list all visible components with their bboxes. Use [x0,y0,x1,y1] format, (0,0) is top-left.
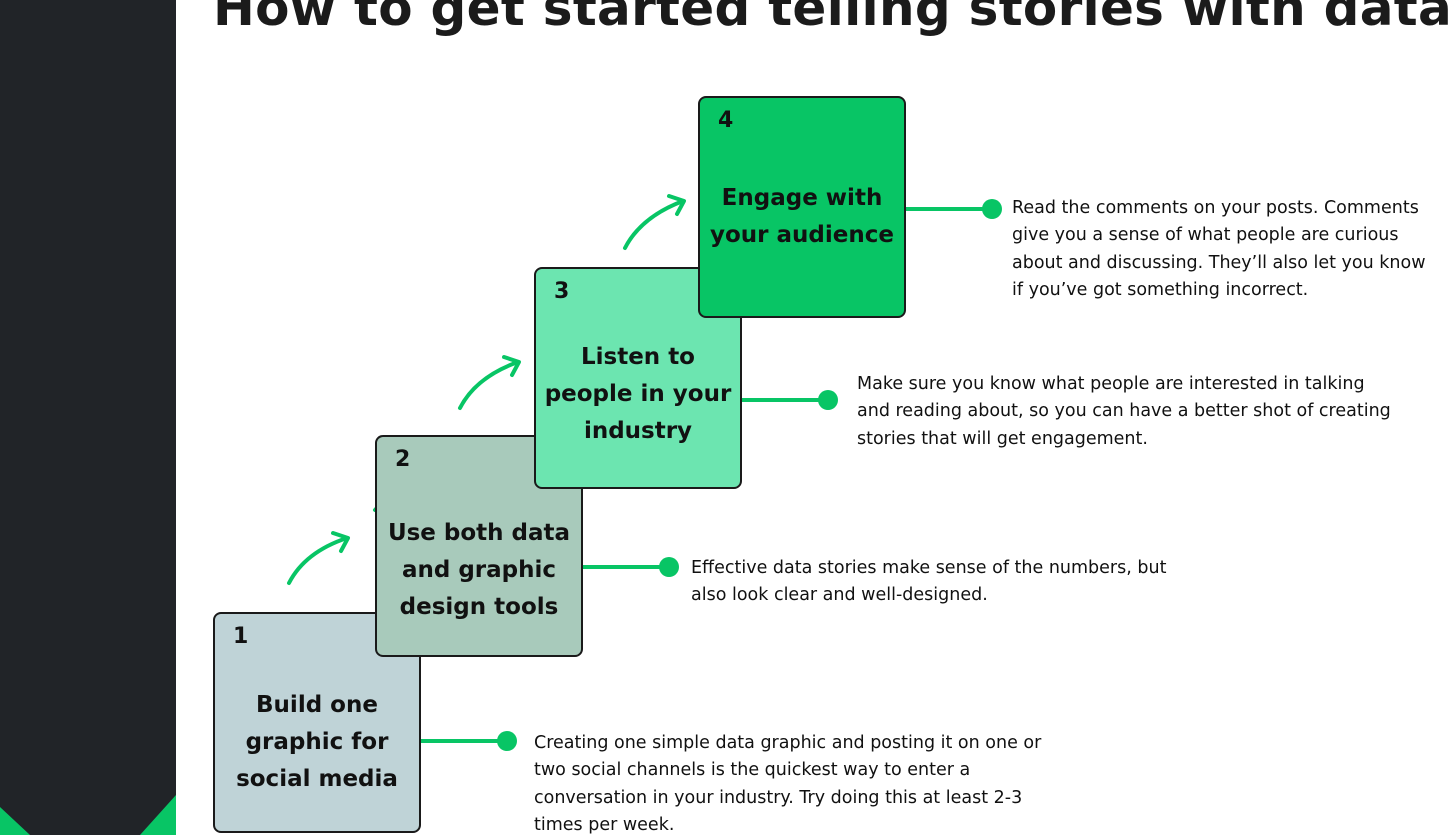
dot-icon [659,557,679,577]
step-card-1: 1 Build one graphic for social media [213,612,421,833]
step-description-3: Make sure you know what people are inter… [857,374,1391,449]
curved-arrow-icon [287,531,350,585]
page-title: How to get started telling stories with … [213,0,1453,37]
curved-arrow-icon [623,194,686,250]
step-title: Listen to people in your industry [544,344,732,444]
dot-icon [818,390,838,410]
step-number: 3 [554,279,570,304]
step-number: 2 [395,447,411,472]
step-title: Engage with your audience [710,185,894,248]
step-title: Build one graphic for social media [236,692,398,792]
dot-icon [982,199,1002,219]
dot-icon [497,731,517,751]
step-description-2: Effective data stories make sense of the… [691,558,1167,606]
sidebar-panel [0,0,176,835]
step-card-4: 4 Engage with your audience [698,96,906,318]
step-number: 1 [233,624,249,649]
step-description-4: Read the comments on your posts. Comment… [1012,198,1426,300]
curved-arrow-icon [458,355,521,410]
step-number: 4 [718,108,734,133]
step-title: Use both data and graphic design tools [387,520,571,620]
step-description-1: Creating one simple data graphic and pos… [534,733,1042,835]
corner-decoration [0,795,176,835]
